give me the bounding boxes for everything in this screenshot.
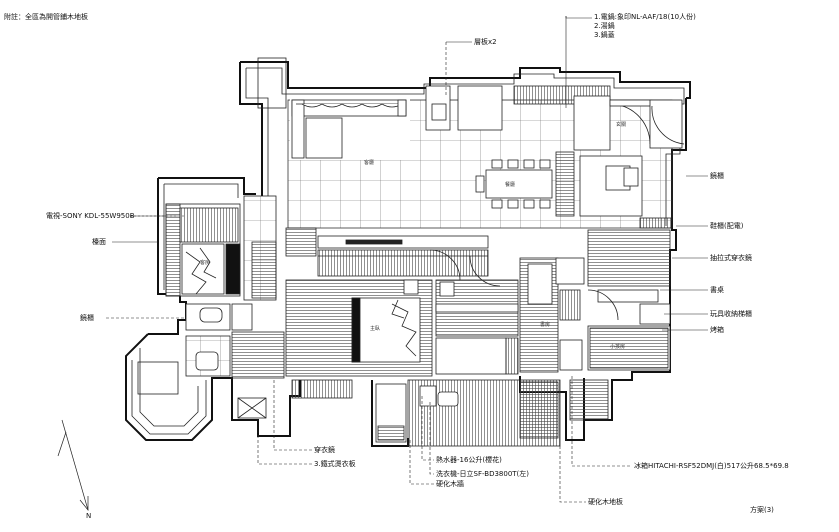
callout-pullout-wardrobe: 抽拉式穿衣鏡 [710, 254, 752, 262]
master-bedroom [285, 279, 433, 399]
entry-area [555, 99, 685, 229]
callout-mirror-right: 鏡櫃 [710, 172, 724, 180]
north-arrow [57, 419, 89, 511]
north-label: N [86, 512, 92, 520]
callout-ironing-board: 3.鐵式燙衣板 [314, 460, 356, 468]
room-master: 主臥 [370, 326, 381, 332]
callout-washer: 洗衣機-日立SF-BD3800T(左) [436, 470, 530, 478]
tv-wall [285, 227, 501, 287]
plan-label: 方案(3) [750, 506, 774, 514]
callout-appliance-2: 2.湯鍋 [594, 22, 615, 30]
room-study: 書房 [540, 322, 551, 328]
callout-timber-wall: 硬化木牆 [436, 480, 464, 488]
callout-water-heater: 熱水器-16公升(櫻花) [436, 456, 502, 464]
callout-mirror-left: 鏡櫃 [80, 314, 94, 322]
room-guest: 客房 [200, 260, 211, 266]
sofa [291, 99, 407, 159]
callout-appliance-1: 1.電鍋:象印NL-AAF/18(10人份) [594, 13, 696, 21]
room-kids: 小孩房 [610, 344, 626, 350]
study-kids [555, 229, 671, 371]
leader-lines [106, 16, 708, 503]
guest-room [165, 195, 277, 301]
callout-counter: 檯面 [92, 238, 106, 246]
kitchen-top [425, 85, 653, 151]
callout-grill: 烤箱 [710, 326, 724, 334]
dining-table [475, 159, 553, 209]
header-note: 附註：全區為開管鋪木地板 [4, 13, 88, 21]
service-balcony [375, 379, 609, 447]
room-dining: 餐廳 [505, 182, 516, 188]
callout-timber-floor: 硬化木地板 [588, 498, 623, 506]
callout-dressing-mirror: 穿衣鏡 [314, 446, 335, 454]
callout-fridge: 冰箱HITACHI-RSF52DMJ(白)517公升68.5*69.8 [634, 462, 789, 470]
left-bath [185, 303, 285, 419]
callout-shoe-cabinet: 鞋櫃(配電) [710, 222, 744, 230]
room-living: 客廳 [364, 160, 375, 166]
room-entry: 玄關 [616, 122, 627, 128]
callout-shelf: 層板x2 [474, 38, 497, 46]
callout-appliance-3: 3.鍋蓋 [594, 31, 615, 39]
callout-toy-storage: 玩具收納梯櫃 [710, 310, 752, 318]
callout-tv: 電視-SONY KDL-55W950B [46, 212, 135, 220]
callout-desk: 書桌 [710, 286, 724, 294]
master-bath [435, 257, 559, 375]
